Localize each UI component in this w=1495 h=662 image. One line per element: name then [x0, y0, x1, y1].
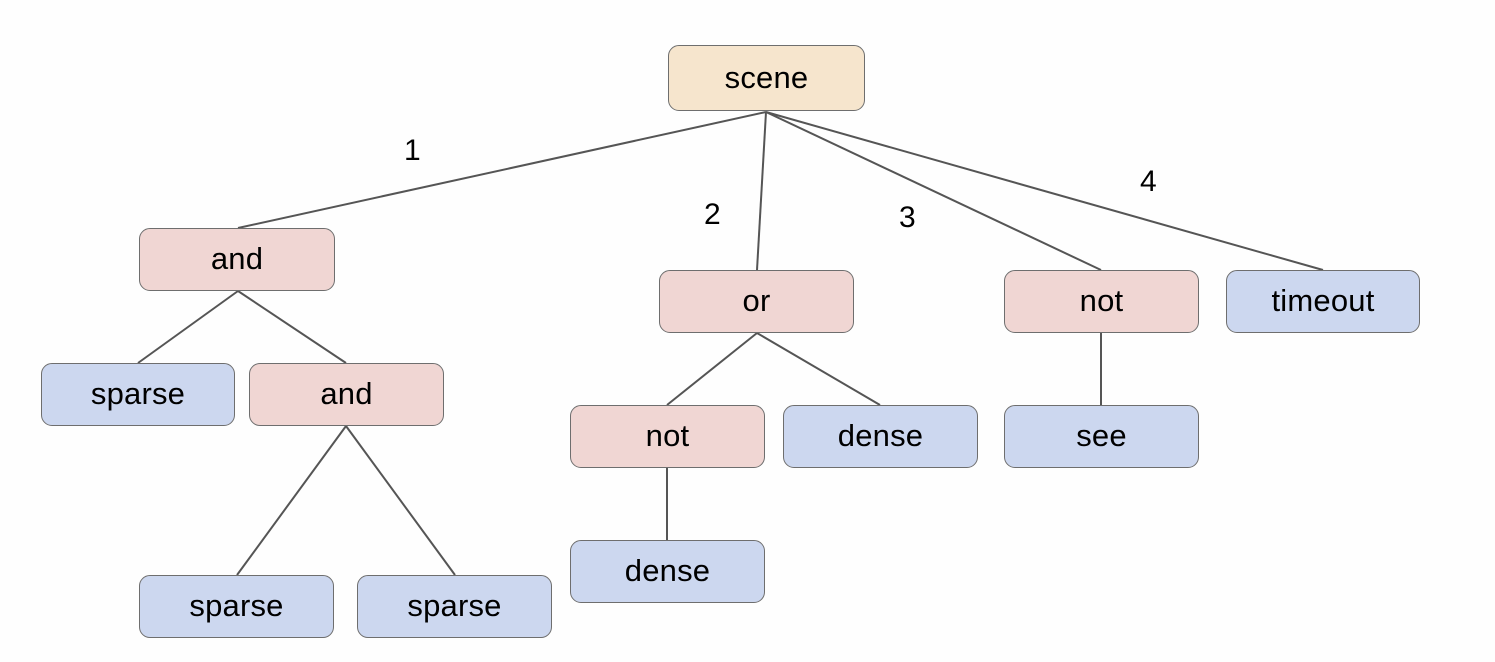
- edge-label-1: 1: [404, 134, 421, 167]
- tree-edge: [666, 332, 758, 406]
- edge-label-3: 3: [899, 201, 916, 234]
- tree-edge: [237, 111, 767, 229]
- tree-node-or1[interactable]: or: [659, 270, 854, 333]
- tree-node-label: and: [320, 376, 373, 411]
- tree-edge: [237, 290, 347, 364]
- tree-edge: [137, 290, 239, 364]
- tree-node-scene[interactable]: scene: [668, 45, 865, 111]
- tree-node-label: dense: [837, 418, 924, 453]
- edge-label-2: 2: [704, 198, 721, 231]
- tree-node-label: sparse: [189, 588, 284, 623]
- tree-node-sparse3[interactable]: sparse: [357, 575, 552, 638]
- tree-node-and1[interactable]: and: [139, 228, 335, 291]
- edge-label-4: 4: [1140, 165, 1157, 198]
- tree-node-label: not: [1079, 283, 1124, 318]
- tree-edge: [756, 332, 881, 406]
- tree-node-label: sparse: [407, 588, 502, 623]
- tree-edge: [236, 425, 347, 576]
- tree-node-label: timeout: [1271, 283, 1375, 318]
- tree-node-timeout1[interactable]: timeout: [1226, 270, 1420, 333]
- tree-node-label: not: [645, 418, 690, 453]
- tree-node-sparse2[interactable]: sparse: [139, 575, 334, 638]
- tree-node-sparse1[interactable]: sparse: [41, 363, 235, 426]
- tree-node-label: and: [210, 241, 264, 276]
- tree-node-dense2[interactable]: dense: [570, 540, 765, 603]
- tree-node-not1[interactable]: not: [570, 405, 765, 468]
- tree-node-see1[interactable]: see: [1004, 405, 1199, 468]
- tree-edge: [345, 425, 456, 576]
- tree-node-and2[interactable]: and: [249, 363, 444, 426]
- tree-edge: [756, 111, 767, 271]
- tree-node-label: see: [1076, 418, 1127, 453]
- tree-edge: [765, 111, 1324, 271]
- tree-node-dense1[interactable]: dense: [783, 405, 978, 468]
- tree-node-label: or: [742, 283, 771, 318]
- tree-edge: [765, 111, 1102, 271]
- tree-node-label: scene: [724, 59, 809, 95]
- tree-node-not2[interactable]: not: [1004, 270, 1199, 333]
- tree-node-label: dense: [624, 553, 711, 588]
- tree-node-label: sparse: [90, 376, 186, 411]
